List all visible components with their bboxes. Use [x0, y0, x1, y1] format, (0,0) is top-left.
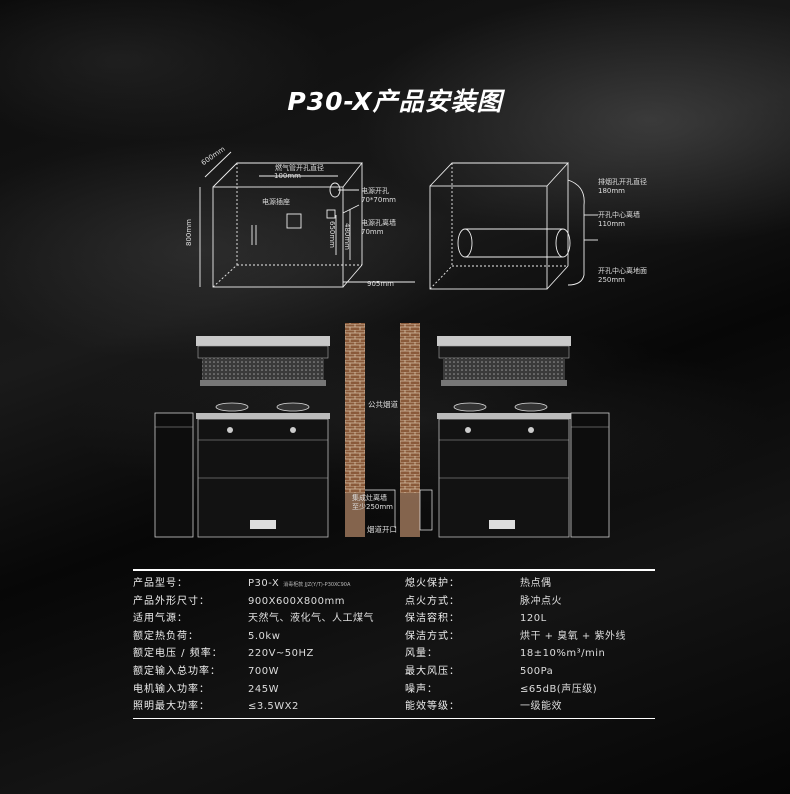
- gas-hole-label: 燃气管开孔直径: [275, 164, 324, 172]
- spec-row: 适用气源：天然气、液化气、人工煤气: [133, 613, 374, 625]
- spec-row: 电机输入功率：245W: [133, 683, 279, 695]
- spec-row: 风量：18±10%m³/min: [405, 648, 606, 660]
- depth-dim: 600mm: [199, 145, 227, 168]
- socket-label: 电源插座: [262, 198, 290, 206]
- spec-row: 额定输入总功率：700W: [133, 665, 279, 677]
- width-dim: 905mm: [367, 280, 394, 288]
- page-title: P30-X产品安装图: [287, 87, 503, 116]
- gas-hole-value: 100mm: [274, 172, 301, 180]
- spec-row: 能效等级：一级能效: [405, 701, 562, 713]
- public-flue-label: 公共烟道: [368, 400, 398, 409]
- flue-opening-label: 烟道开口: [367, 525, 397, 534]
- spec-row: 最大风压：500Pa: [405, 665, 554, 677]
- power-hole-label: 电源开孔: [361, 187, 389, 195]
- spec-row: 点火方式：脉冲点火: [405, 595, 562, 607]
- h480-dim: 480mm: [343, 223, 351, 250]
- exhaust-value: 180mm: [598, 187, 625, 195]
- spec-row: 额定热负荷：5.0kw: [133, 630, 281, 642]
- spec-row: 额定电压 / 频率：220V~50HZ: [133, 648, 314, 660]
- spec-row: 产品外形尺寸：900X600X800mm: [133, 595, 345, 607]
- stove-wall-label: 集成灶离墙: [352, 494, 387, 502]
- center-wall-label: 开孔中心离墙: [598, 211, 640, 219]
- spec-row: 熄火保护：热点偶: [405, 578, 552, 589]
- stove-wall-value: 至少250mm: [352, 503, 393, 511]
- spec-column-right: 熄火保护：热点偶 点火方式：脉冲点火 保洁容积：120L 保洁方式：烘干 + 臭…: [405, 574, 655, 715]
- spec-top-rule: [133, 569, 655, 571]
- power-hole-value: 70*70mm: [361, 196, 396, 204]
- height-dim: 800mm: [185, 219, 193, 246]
- model-subtext: 消毒柜款 JJZ(Y/T)-P30XC90A: [283, 582, 351, 588]
- power-dist-label: 电源孔离墙: [361, 219, 396, 227]
- exhaust-label: 排烟孔开孔直径: [598, 178, 647, 186]
- spec-row: 保洁方式：烘干 + 臭氧 + 紫外线: [405, 630, 626, 642]
- h650-dim: 650mm: [328, 221, 336, 248]
- center-floor-value: 250mm: [598, 276, 625, 284]
- spec-row: 保洁容积：120L: [405, 613, 547, 625]
- spec-row: 照明最大功率：≤3.5WX2: [133, 701, 299, 713]
- center-floor-label: 开孔中心离地面: [598, 267, 647, 275]
- spec-row: 噪声：≤65dB(声压级): [405, 683, 598, 695]
- spec-bottom-rule: [133, 717, 655, 719]
- power-dist-value: 70mm: [361, 228, 384, 236]
- center-wall-value: 110mm: [598, 220, 625, 228]
